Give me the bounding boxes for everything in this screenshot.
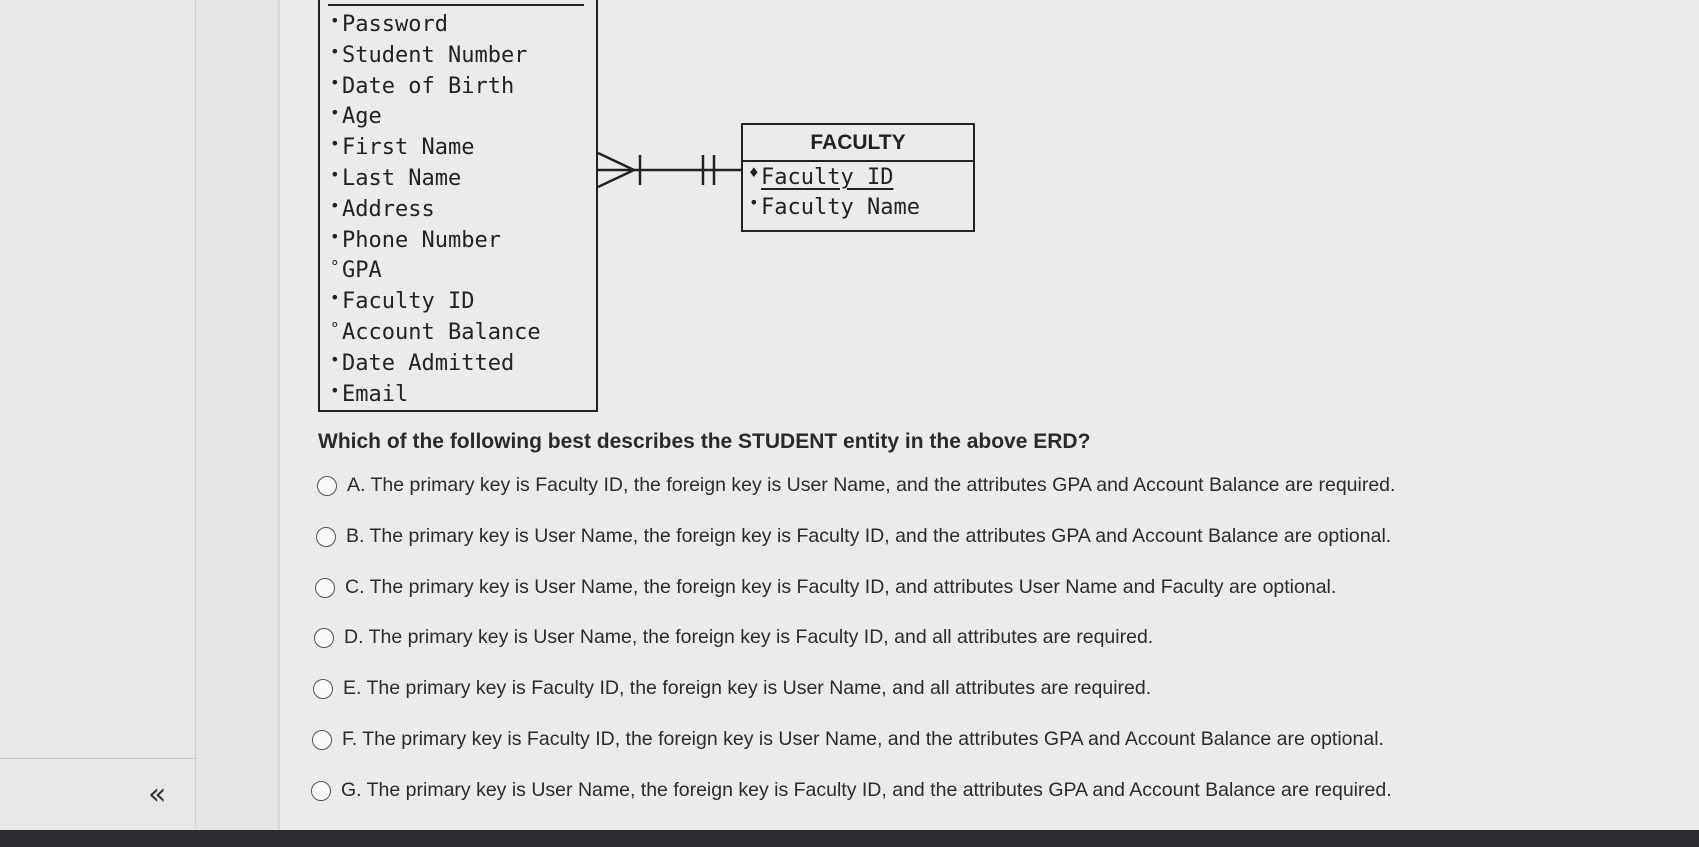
student-attribute-label: Student Number [342,42,528,68]
faculty-attr-faculty-id: ♦Faculty ID [743,162,973,192]
option-label: D. The primary key is User Name, the for… [344,626,1154,648]
student-attribute-item: •Password [330,10,541,41]
option-f[interactable]: F. The primary key is Faculty ID, the fo… [312,728,1384,751]
radio-button-icon[interactable] [317,475,337,496]
option-label: F. The primary key is Faculty ID, the fo… [342,728,1384,750]
required-marker-icon: • [330,103,340,123]
student-attribute-label: Phone Number [342,227,501,253]
option-label: B. The primary key is User Name, the for… [346,525,1392,547]
optional-marker-icon: ° [330,257,340,277]
left-panel: « [0,0,196,830]
option-b[interactable]: B. The primary key is User Name, the for… [316,525,1391,548]
required-marker-icon: • [330,349,340,369]
required-marker-icon: • [330,72,340,92]
required-marker-icon: • [330,11,340,30]
required-marker-icon: • [749,193,759,212]
faculty-entity-title: FACULTY [743,125,973,162]
student-attribute-item: °GPA [330,256,541,287]
student-attribute-item: •Date of Birth [330,72,541,103]
student-attribute-item: •Age [330,102,541,133]
student-attribute-label: First Name [342,135,475,161]
required-marker-icon: • [330,134,340,154]
required-marker-icon: • [330,195,340,215]
required-marker-icon: • [330,164,340,184]
radio-button-icon[interactable] [314,627,334,648]
option-g[interactable]: G. The primary key is User Name, the for… [311,779,1392,802]
radio-button-icon[interactable] [312,729,332,750]
content-gutter [196,0,280,830]
radio-button-icon[interactable] [316,526,336,547]
option-e[interactable]: E. The primary key is Faculty ID, the fo… [313,677,1151,700]
student-attribute-item: •Phone Number [330,226,541,257]
student-attribute-item: •Address [330,195,541,226]
option-label: C. The primary key is User Name, the for… [345,576,1337,598]
student-attribute-item: °Account Balance [330,318,541,349]
student-attribute-label: Date of Birth [342,73,515,99]
student-attribute-label: Password [342,12,448,37]
student-attribute-item: •Faculty ID [330,287,541,318]
student-entity-box: •Password•Student Number•Date of Birth•A… [318,0,598,412]
student-attribute-label: Faculty ID [342,289,475,315]
student-attribute-item: •First Name [330,133,541,164]
faculty-id-label: Faculty ID [761,165,894,190]
option-d[interactable]: D. The primary key is User Name, the for… [314,626,1153,649]
faculty-entity-box: FACULTY ♦Faculty ID •Faculty Name [741,123,975,232]
required-marker-icon: • [330,288,340,308]
student-attribute-list: •Password•Student Number•Date of Birth•A… [330,10,541,410]
collapse-chevron-icon[interactable]: « [148,777,167,812]
student-attribute-label: Address [342,196,435,222]
required-marker-icon: • [330,380,340,400]
faculty-attr-faculty-name: •Faculty Name [743,192,973,222]
pk-marker-icon: ♦ [749,163,759,182]
question-text: Which of the following best describes th… [318,430,1091,453]
student-attribute-label: Email [342,381,409,407]
required-marker-icon: • [330,226,340,246]
student-attribute-item: •Last Name [330,164,541,195]
panel-divider [0,758,195,759]
option-c[interactable]: C. The primary key is User Name, the for… [315,576,1336,599]
faculty-name-label: Faculty Name [761,195,920,220]
required-marker-icon: • [330,41,340,61]
option-label: A. The primary key is Faculty ID, the fo… [347,474,1396,496]
student-attribute-label: GPA [342,258,382,284]
student-attribute-label: Date Admitted [342,350,515,376]
student-attribute-label: Last Name [342,165,462,191]
primary-key-separator [328,4,584,6]
student-attribute-item: •Date Admitted [330,349,541,380]
student-attribute-label: Account Balance [342,319,541,345]
radio-button-icon[interactable] [313,678,333,699]
option-label: G. The primary key is User Name, the for… [341,779,1392,801]
relationship-connector [598,151,743,189]
radio-button-icon[interactable] [311,780,331,801]
bottom-bar [0,830,1699,847]
option-label: E. The primary key is Faculty ID, the fo… [343,677,1152,699]
optional-marker-icon: ° [330,318,340,338]
student-attribute-label: Age [342,104,382,130]
student-attribute-item: •Email [330,380,541,411]
radio-button-icon[interactable] [315,577,335,598]
student-attribute-item: •Student Number [330,41,541,72]
option-a[interactable]: A. The primary key is Faculty ID, the fo… [317,474,1395,497]
